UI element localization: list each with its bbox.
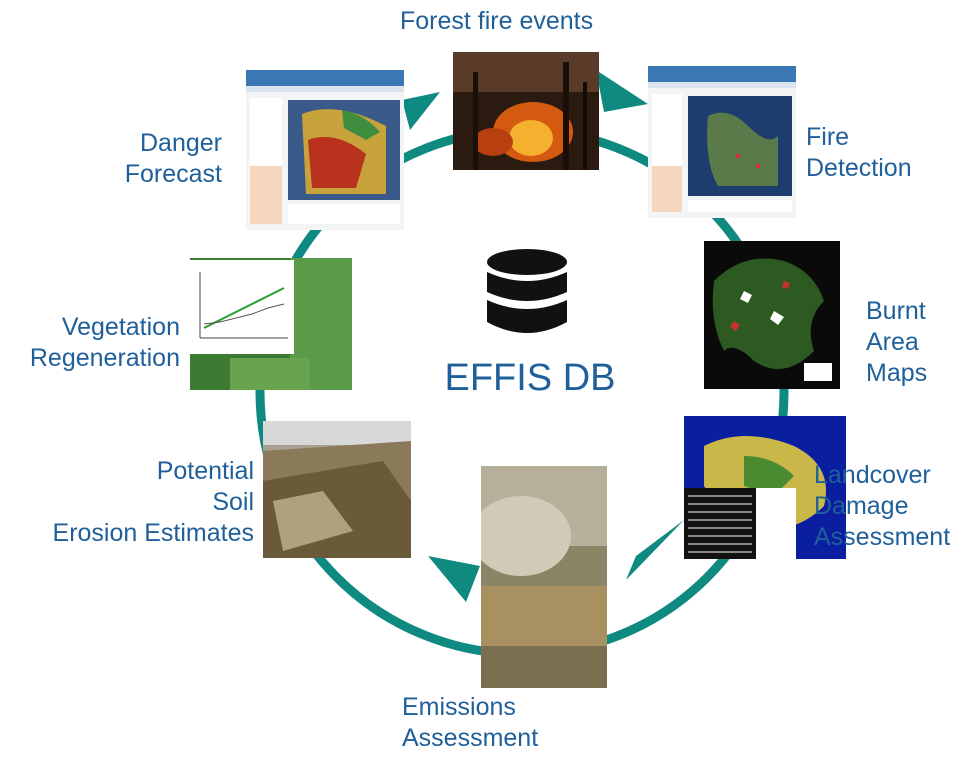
fire-detection-webmap	[648, 66, 796, 218]
label-landcover-damage: Landcover Damage Assessment	[814, 461, 951, 551]
regeneration-chart-over-satellite	[190, 258, 352, 390]
smoke-satellite-image	[481, 466, 607, 688]
center-title: EFFIS DB	[444, 357, 616, 399]
landcover-map-with-table	[684, 416, 846, 559]
label-emissions: Emissions Assessment	[402, 693, 539, 752]
burnt-area-map	[704, 241, 840, 389]
arrowhead-top-left	[402, 92, 440, 130]
label-danger-forecast: Danger Forecast	[124, 129, 222, 188]
danger-forecast-webmap	[246, 70, 404, 230]
label-forest-fire-events: Forest fire events	[400, 7, 594, 35]
arrowhead-lower-left	[428, 556, 480, 602]
label-vegetation-regeneration: Vegetation Regeneration	[29, 313, 180, 372]
label-fire-detection: Fire Detection	[806, 123, 912, 182]
label-soil-erosion: Potential Soil Erosion Estimates	[52, 457, 254, 547]
eroded-hillside-photo	[263, 421, 411, 558]
label-burnt-area-maps: Burnt Area Maps	[866, 297, 928, 387]
database-icon	[487, 249, 567, 333]
arrowhead-top-right	[596, 70, 648, 112]
forest-fire-photo	[453, 52, 599, 170]
arrowhead-lower-right	[626, 520, 684, 580]
